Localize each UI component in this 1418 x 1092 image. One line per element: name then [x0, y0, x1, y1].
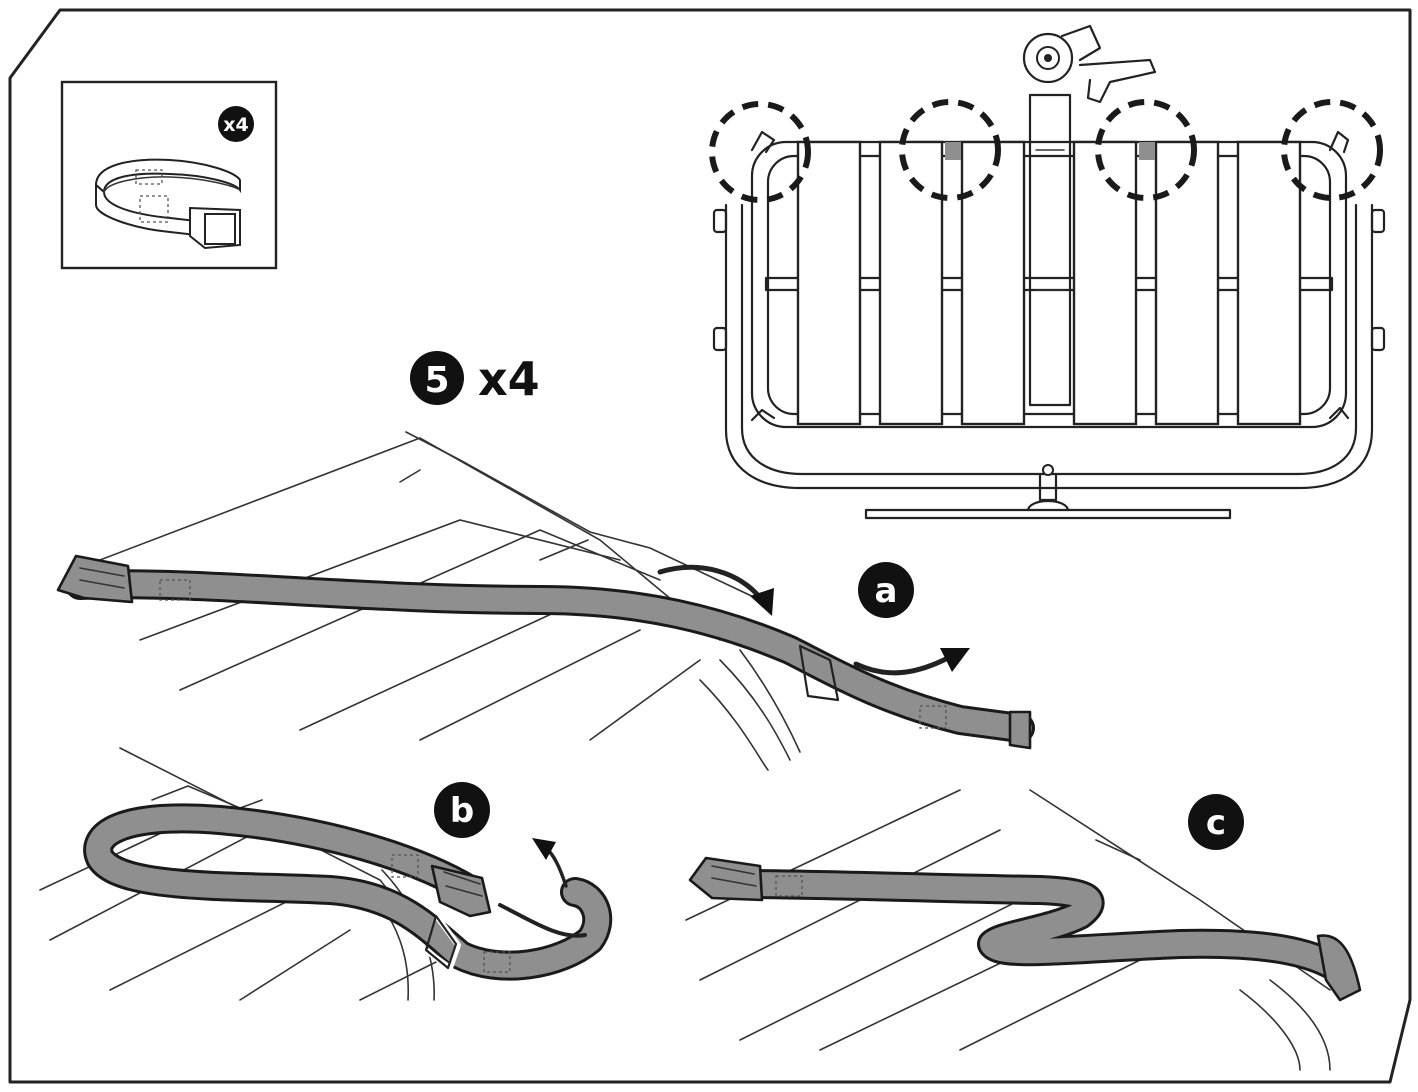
basket-pad [1236, 140, 1302, 426]
inset-quantity-label: x4 [223, 114, 248, 136]
substep-c-label: c [1206, 803, 1226, 843]
substep-c-illustration [685, 789, 1362, 1071]
attachment-highlight [709, 101, 811, 203]
attachment-highlight [1095, 99, 1197, 201]
step-number: 5 [424, 360, 449, 401]
parts-inset: x4 [60, 80, 278, 270]
basket-pad [796, 140, 862, 426]
substep-b-illustration [39, 747, 613, 1001]
substep-a-badge [858, 562, 914, 618]
attachment-highlight [899, 99, 1001, 201]
attachment-highlight [1281, 99, 1383, 201]
substep-a-illustration [56, 431, 1035, 771]
basket-pad [1072, 140, 1138, 426]
basket-pad [878, 140, 944, 426]
substep-c-badge [1188, 794, 1244, 850]
inset-quantity-badge [218, 106, 254, 142]
basket-pad [1154, 140, 1220, 426]
strap-part-illustration [94, 158, 241, 250]
substep-b-badge [434, 782, 490, 838]
step-heading: 5 x4 [410, 351, 540, 406]
substep-b-label: b [450, 791, 474, 831]
basket-pad [960, 140, 1026, 426]
basket-overview [709, 24, 1386, 520]
substep-a-label: a [875, 571, 898, 611]
step-quantity-label: x4 [478, 352, 540, 406]
step-number-badge [410, 351, 464, 405]
clamp-knob [1022, 24, 1157, 104]
frame-border [8, 8, 1412, 1084]
